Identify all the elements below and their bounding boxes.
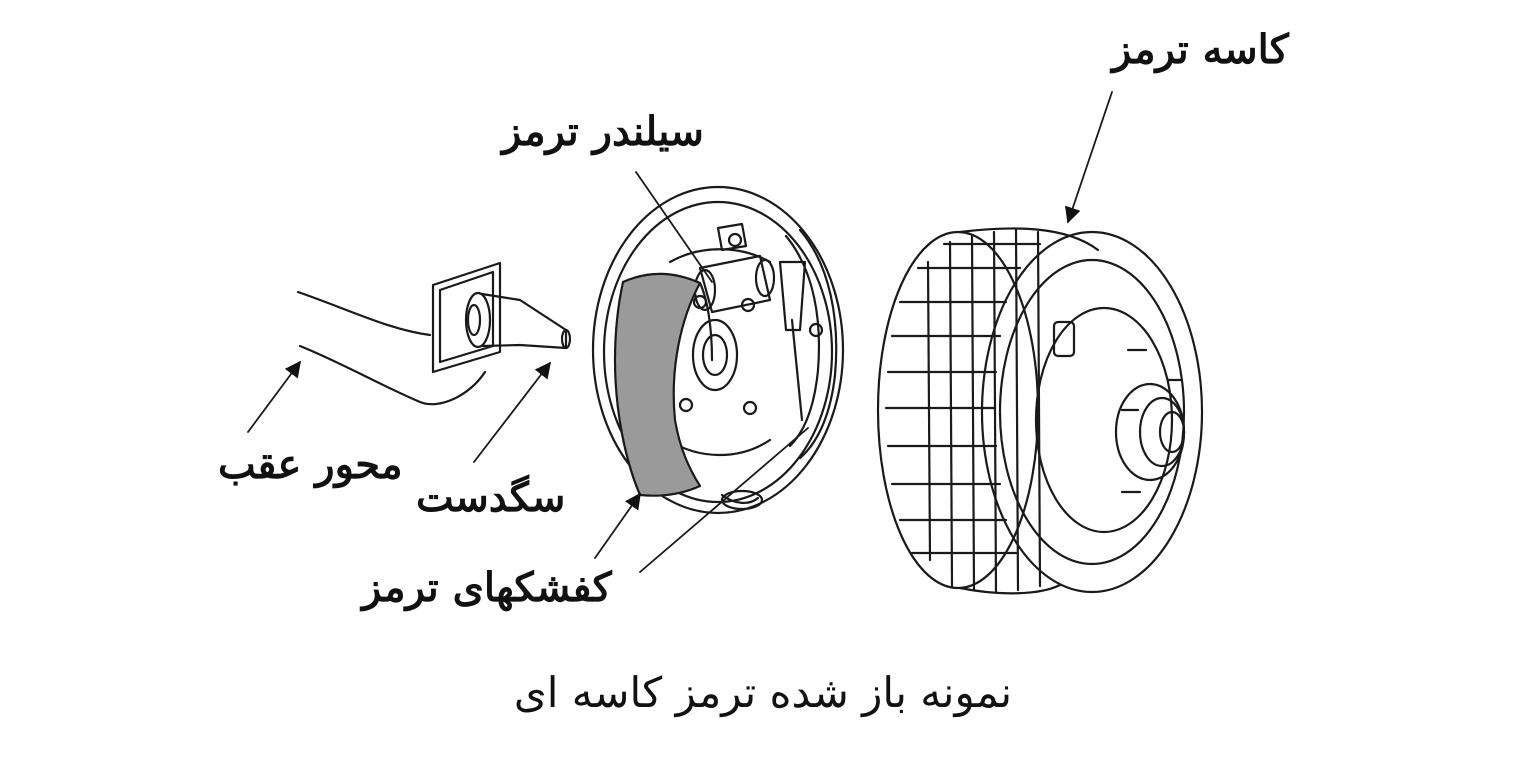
brake-shoe-leader — [639, 427, 809, 573]
brake-shoe-arrow — [594, 492, 641, 559]
spindle-label: سگدست — [416, 474, 566, 521]
wheel-cylinder-part — [693, 222, 776, 314]
brake-cylinder-leader — [635, 171, 713, 283]
rear-axle-arrow — [247, 360, 301, 433]
brake-drum-arrow — [1065, 91, 1113, 224]
rear-axle-label: محور عقب — [218, 441, 403, 488]
rear-axle-arm — [296, 290, 487, 406]
secondary-brake-shoe — [778, 228, 838, 460]
spindle-arrow — [473, 361, 551, 463]
brake-cylinder-label: سیلندر ترمز — [502, 108, 704, 155]
label-leader-lines — [247, 91, 1113, 573]
brake-shoes-label: کفشکهای ترمز — [362, 564, 612, 611]
spindle-part — [431, 261, 572, 374]
brake-drum-label: کاسه ترمز — [1112, 26, 1289, 73]
figure-caption: نمونه باز شده ترمز کاسه ای — [513, 668, 1013, 717]
primary-brake-shoe — [613, 272, 714, 497]
brake-drum-part — [876, 227, 1204, 595]
backing-plate — [591, 185, 845, 515]
